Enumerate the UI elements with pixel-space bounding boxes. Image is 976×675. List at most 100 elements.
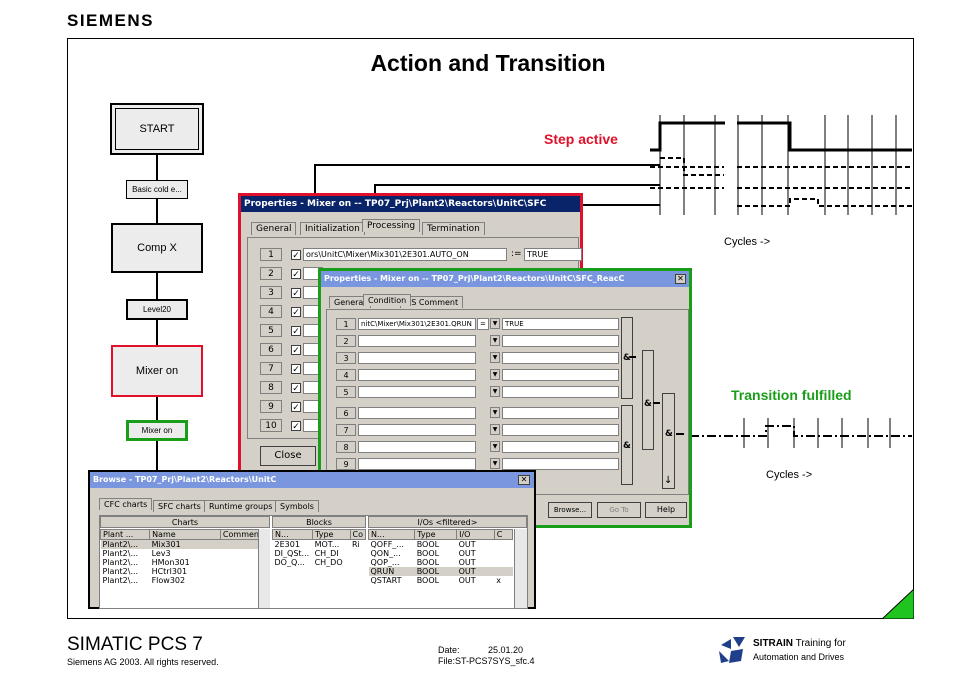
condition-value-field[interactable]	[502, 369, 619, 381]
column-header[interactable]: Co	[349, 529, 366, 540]
condition-operand-field[interactable]	[358, 458, 476, 470]
sfc-step-mixer-on[interactable]: Mixer on	[111, 345, 203, 397]
row-checkbox[interactable]: ✓	[291, 421, 301, 432]
tab-sfc-charts[interactable]: SFC charts	[153, 500, 206, 512]
chevron-down-icon[interactable]: ▼	[490, 318, 500, 329]
tab-initialization[interactable]: Initialization	[300, 222, 365, 235]
table-row[interactable]: Plant2\...HMon301	[101, 558, 270, 567]
row-number-button[interactable]: 4	[260, 305, 282, 318]
row1-operand-field[interactable]: ors\UnitC\Mixer\Mix301\2E301.AUTO_ON	[303, 248, 507, 261]
table-row[interactable]: Plant2\...HCtrl301	[101, 567, 270, 576]
tab-processing[interactable]: Processing	[362, 219, 421, 232]
condition-row-number[interactable]: 7	[336, 424, 356, 436]
condition-operand-field[interactable]	[358, 369, 476, 381]
table-row[interactable]: Plant2\...Flow302	[101, 576, 270, 585]
condition-row-number[interactable]: 8	[336, 441, 356, 453]
row1-value-field[interactable]: TRUE	[524, 248, 582, 261]
row-number-button[interactable]: 2	[260, 267, 282, 280]
and-block-middle[interactable]	[642, 350, 654, 450]
condition-value-field[interactable]	[502, 441, 619, 453]
table-row[interactable]: Plant2\...Lev3	[101, 549, 270, 558]
row-number-button[interactable]: 9	[260, 400, 282, 413]
condition-row-number[interactable]: 3	[336, 352, 356, 364]
condition-row-number[interactable]: 4	[336, 369, 356, 381]
chevron-down-icon[interactable]: ▼	[490, 441, 500, 452]
row-checkbox[interactable]: ✓	[291, 288, 301, 299]
condition-operand-field[interactable]	[358, 407, 476, 419]
condition-value-field[interactable]	[502, 407, 619, 419]
sfc-step-comp-x[interactable]: Comp X	[111, 223, 203, 273]
column-header[interactable]: N...	[271, 529, 314, 540]
tab-termination[interactable]: Termination	[422, 222, 485, 235]
chevron-down-icon[interactable]: ▼	[490, 386, 500, 397]
column-header[interactable]: Type	[312, 529, 351, 540]
condition-operand-field[interactable]	[358, 441, 476, 453]
row-number-button[interactable]: 10	[260, 419, 282, 432]
condition-value-field[interactable]	[502, 424, 619, 436]
and-block-group2[interactable]	[621, 405, 633, 485]
row-checkbox[interactable]: ✓	[291, 269, 301, 280]
and-block-final[interactable]	[662, 393, 675, 489]
condition-row1-operand[interactable]: nitC\Mixer\Mix301\2E301.QRUN	[358, 318, 476, 330]
column-header[interactable]: Name	[149, 529, 221, 540]
condition-value-field[interactable]	[502, 458, 619, 470]
condition-row1-value[interactable]: TRUE	[502, 318, 619, 330]
tab-symbols[interactable]: Symbols	[275, 500, 319, 512]
chevron-down-icon[interactable]: ▼	[490, 352, 500, 363]
condition-operand-field[interactable]	[358, 424, 476, 436]
table-row[interactable]: Plant2\...Mix301	[100, 539, 270, 549]
row-number-button[interactable]: 8	[260, 381, 282, 394]
condition-value-field[interactable]	[502, 386, 619, 398]
tab-cfc-charts[interactable]: CFC charts	[99, 498, 153, 510]
condition-row-number[interactable]: 5	[336, 386, 356, 398]
ios-scrollbar[interactable]	[514, 529, 527, 608]
tab-general[interactable]: General	[251, 222, 297, 235]
table-row[interactable]: DO_Q...CH_DO	[273, 558, 366, 567]
condition-row-number[interactable]: 1	[336, 318, 356, 330]
row-checkbox[interactable]: ✓	[291, 307, 301, 318]
chevron-down-icon[interactable]: ▼	[490, 407, 500, 418]
condition-row-number[interactable]: 9	[336, 458, 356, 470]
column-header[interactable]: I/O	[456, 529, 495, 540]
chevron-down-icon[interactable]: ▼	[490, 424, 500, 435]
condition-row1-operator[interactable]: =	[477, 318, 489, 330]
goto-button[interactable]: Go To	[597, 502, 641, 518]
table-row[interactable]	[273, 567, 366, 576]
help-button[interactable]: Help	[645, 502, 687, 518]
condition-row-number[interactable]: 2	[336, 335, 356, 347]
condition-value-field[interactable]	[502, 335, 619, 347]
column-header[interactable]: Plant ...	[100, 529, 151, 540]
column-header[interactable]: N...	[367, 529, 416, 540]
condition-row-number[interactable]: 6	[336, 407, 356, 419]
row-checkbox[interactable]: ✓	[291, 345, 301, 356]
condition-operand-field[interactable]	[358, 352, 476, 364]
condition-value-field[interactable]	[502, 352, 619, 364]
row-checkbox[interactable]: ✓	[291, 383, 301, 394]
sfc-transition-basic[interactable]: Basic cold e...	[126, 180, 188, 199]
table-row[interactable]: DI_QSt...CH_DI	[273, 549, 366, 558]
row-checkbox[interactable]: ✓	[291, 326, 301, 337]
row-checkbox[interactable]: ✓	[291, 364, 301, 375]
row-checkbox[interactable]: ✓	[291, 402, 301, 413]
row-checkbox[interactable]: ✓	[291, 250, 301, 261]
chevron-down-icon[interactable]: ▼	[490, 369, 500, 380]
chevron-down-icon[interactable]: ▼	[490, 335, 500, 346]
tab-runtime-groups[interactable]: Runtime groups	[204, 500, 278, 512]
close-icon[interactable]: ✕	[675, 274, 686, 284]
sfc-transition-mixer-on[interactable]: Mixer on	[126, 420, 188, 441]
chevron-down-icon[interactable]: ▼	[490, 458, 500, 469]
sfc-transition-level20[interactable]: Level20	[126, 299, 188, 320]
condition-operand-field[interactable]	[358, 335, 476, 347]
column-header[interactable]: Type	[414, 529, 458, 540]
tab-condition[interactable]: Condition	[363, 294, 412, 306]
row-number-button[interactable]: 3	[260, 286, 282, 299]
column-header[interactable]: C	[493, 529, 514, 540]
row-number-button[interactable]: 1	[260, 248, 282, 261]
close-button[interactable]: Close	[260, 446, 316, 466]
